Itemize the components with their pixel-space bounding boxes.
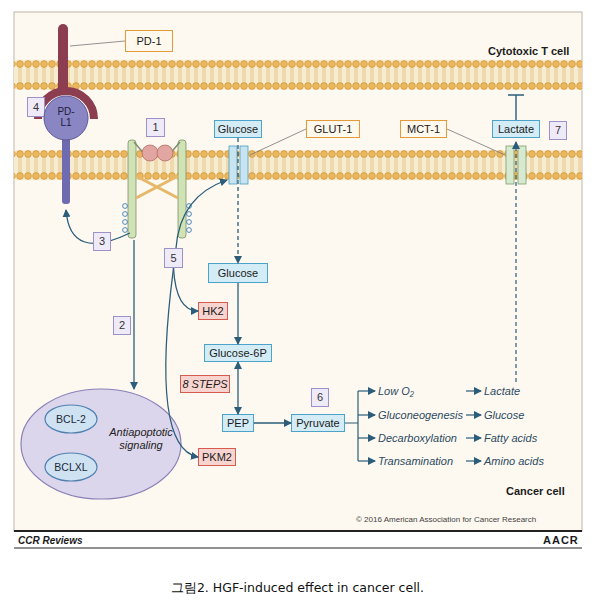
- node-text: 5: [170, 252, 176, 265]
- metabolite-box: Glucose: [214, 120, 262, 138]
- node-text: 2: [119, 319, 125, 332]
- node-text: 1: [152, 121, 158, 134]
- phosphate-beads: [123, 204, 192, 233]
- lactate-export-arrow: [515, 142, 516, 382]
- t-cell-membrane-lipids: [14, 60, 582, 90]
- receptor-dimer: [136, 176, 178, 198]
- protein-oval: BCL-2: [44, 404, 98, 434]
- pathway-label: Gluconeogenesis: [378, 408, 463, 422]
- flow-arrow: [237, 362, 238, 414]
- signaling-ellipse: Antiapoptotic signaling BCL-2BCLXL: [20, 388, 182, 500]
- metabolite-box: Pyruvate: [291, 414, 345, 432]
- receptor-chain: [178, 140, 186, 238]
- ligand-shape: PD-L1: [40, 94, 92, 206]
- copyright-note: © 2016 American Association for Cancer R…: [356, 515, 536, 525]
- ellipse-outline: [21, 389, 181, 499]
- steps-box: 8 STEPS: [180, 375, 230, 393]
- receptor-label-box: PD-1: [125, 30, 173, 52]
- product-label: Glucose: [484, 408, 524, 422]
- figure-frame: [14, 12, 582, 531]
- flow-arrow: [237, 283, 238, 344]
- node-text: PD-1: [136, 35, 161, 48]
- glut1-transporter: [229, 146, 237, 184]
- callout-number: 4: [27, 97, 45, 117]
- hgf-ligand: [142, 145, 158, 161]
- pathway-label: Low O₂: [378, 384, 414, 398]
- signal-arrow: [133, 240, 134, 389]
- node-text: HK2: [202, 305, 223, 318]
- callout-number: 1: [146, 118, 165, 137]
- node-text: Glucose: [218, 267, 258, 280]
- node-text: 6: [317, 391, 323, 404]
- node-text: Pyruvate: [296, 417, 339, 430]
- node-text: 8 STEPS: [182, 378, 227, 391]
- node-text: Lactate: [498, 123, 534, 136]
- pathway-label: Transamination: [378, 454, 453, 468]
- pathway-label: Decarboxylation: [378, 431, 457, 445]
- oval-outline: [45, 453, 97, 481]
- callout-number: 2: [113, 316, 131, 335]
- metabolite-box: PEP: [222, 414, 254, 432]
- callout-number: 7: [549, 121, 567, 140]
- node-text: Glucose-6P: [209, 347, 266, 360]
- publisher-logo: AACR: [543, 533, 579, 547]
- node-text: 4: [33, 101, 39, 114]
- ligand-stalk: [62, 134, 70, 204]
- node-text: Glucose: [218, 123, 258, 136]
- flow-arrow: [254, 422, 291, 423]
- transporter-label-box: GLUT-1: [306, 120, 360, 138]
- metabolite-box: Lactate: [492, 120, 540, 138]
- callout-number: 6: [311, 388, 329, 407]
- flow-arrow: [237, 138, 238, 263]
- signal-arrow: [176, 180, 227, 248]
- cell-label: Cancer cell: [506, 484, 565, 498]
- cancer-cell-membrane-lipids: [14, 150, 582, 180]
- node-text: 3: [99, 235, 105, 248]
- inhibition-bar: [508, 95, 524, 120]
- flow-arrow: [174, 268, 199, 311]
- callout-number: 5: [164, 248, 183, 268]
- callout-number: 3: [93, 232, 111, 251]
- product-label: Fatty acids: [484, 431, 537, 445]
- flow-arrow: [166, 268, 198, 457]
- protein-oval: BCLXL: [44, 452, 98, 482]
- transporter-label-box: MCT-1: [400, 120, 447, 138]
- node-text: PEP: [227, 417, 249, 430]
- node-text: BCLXL: [54, 461, 87, 474]
- footer-rule: [14, 530, 582, 532]
- enzyme-box: PKM2: [198, 448, 236, 466]
- figure-caption: 그림2. HGF-induced effect in cancer cell.: [0, 580, 595, 596]
- cancer-cell-membrane: [14, 150, 582, 180]
- footer-rule: [14, 548, 582, 549]
- journal-name: CCR Reviews: [18, 534, 82, 548]
- node-text: Antiapoptotic signaling: [104, 426, 178, 452]
- t-cell-membrane: [14, 60, 582, 90]
- enzyme-box: HK2: [198, 302, 228, 320]
- metabolite-box: Glucose-6P: [204, 344, 272, 362]
- cell-label: Cytotoxic T cell: [488, 44, 569, 58]
- node-text: MCT-1: [407, 123, 440, 136]
- node-text: PKM2: [202, 451, 232, 464]
- oval-outline: [45, 405, 97, 433]
- node-text: BCL-2: [56, 413, 86, 426]
- receptor-chain: [128, 140, 136, 238]
- node-text: 7: [555, 124, 561, 137]
- hgf-ligand: [157, 145, 173, 161]
- metabolite-box: Glucose: [208, 263, 268, 283]
- node-text: GLUT-1: [314, 123, 353, 136]
- mct1-transporter: [518, 146, 526, 184]
- glut1-transporter: [240, 146, 248, 184]
- leader-line: [70, 41, 125, 46]
- mct1-transporter: [506, 146, 514, 184]
- pd1-receptor: [58, 24, 68, 94]
- ligand-head: [44, 96, 88, 140]
- product-label: Lactate: [484, 384, 520, 398]
- node-text: PD-L1: [55, 106, 77, 128]
- product-label: Amino acids: [484, 454, 544, 468]
- pyruvate-branches: [345, 391, 481, 461]
